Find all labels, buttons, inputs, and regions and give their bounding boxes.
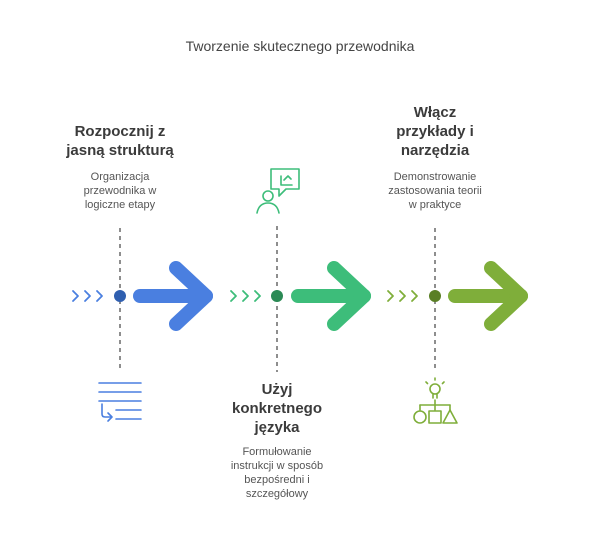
step-1-heading-line1: Rozpocznij z [74,123,166,140]
step-2-desc-line1: Formułowanie [242,446,312,458]
step-3-chevrons [387,290,418,302]
step-1-arrow [133,261,213,331]
step-2-heading-line3: języka [254,419,300,436]
step-3-arrow [448,261,528,331]
step-3-heading: Włącz przykłady i narzędzia [355,103,515,160]
step-3-desc-line3: w praktyce [408,199,462,211]
step-2-description: Formułowanie instrukcji w sposób bezpośr… [207,445,347,501]
step-3-heading-line3: narzędzia [400,142,470,159]
step-2-desc-line4: szczegółowy [245,488,309,500]
step-1-desc-line2: przewodnika w [83,185,157,197]
speech-person-icon [256,168,300,214]
step-3-description: Demonstrowanie zastosowania teorii w pra… [365,170,505,212]
step-1-desc-line3: logiczne etapy [84,199,156,211]
step-2-heading-line2: konkretnego [231,400,322,417]
step-1-heading: Rozpocznij z jasną strukturą [40,122,200,160]
step-1-desc-line1: Organizacja [90,171,150,183]
step-2-desc-line3: bezpośredni i [244,474,310,486]
step-3-heading-line1: Włącz [413,104,457,121]
step-3-desc-line2: zastosowania teorii [388,185,482,197]
step-2-heading-line1: Użyj [261,381,293,398]
step-1-chevrons [72,290,103,302]
step-2-chevrons [230,290,261,302]
step-1-node [114,290,126,302]
step-2-arrow [291,261,371,331]
step-3-heading-line2: przykłady i [396,123,474,140]
step-2-node [271,290,283,302]
step-1-heading-line2: jasną strukturą [66,142,174,159]
step-1-description: Organizacja przewodnika w logiczne etapy [50,170,190,212]
step-2-desc-line2: instrukcji w sposób [230,460,324,472]
lightbulb-shapes-icon [413,377,458,424]
diagram-title: Tworzenie skutecznego przewodnika [185,38,415,54]
step-3-node [429,290,441,302]
document-list-icon [98,382,142,422]
step-2-heading: Użyj konkretnego języka [197,380,357,437]
step-3-desc-line1: Demonstrowanie [393,171,477,183]
